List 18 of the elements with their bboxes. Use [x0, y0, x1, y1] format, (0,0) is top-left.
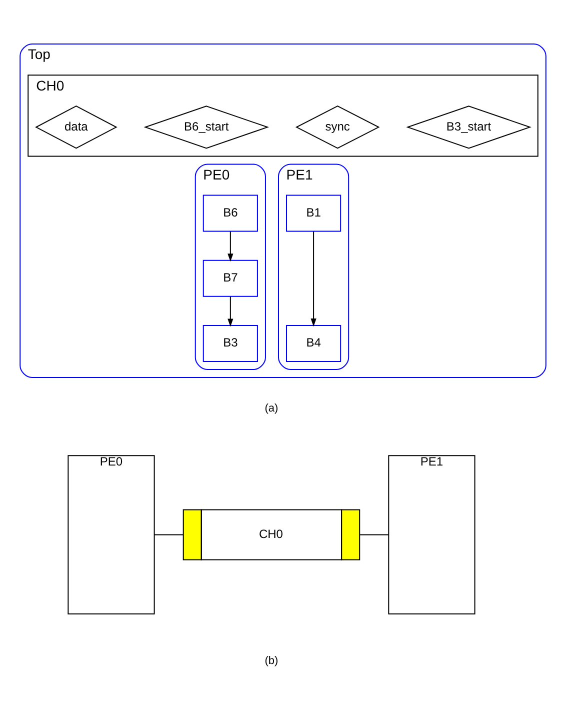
- label: (a): [264, 402, 278, 414]
- label: (b): [264, 654, 278, 667]
- connector: [359, 534, 389, 536]
- node-box: PE1: [388, 455, 476, 614]
- node-box: B4: [286, 324, 342, 362]
- connector: [154, 534, 184, 536]
- arrow: [228, 296, 234, 327]
- node-diamond: B3_start: [406, 106, 532, 149]
- node-diamond: B6_start: [144, 106, 270, 149]
- node-diamond: sync: [295, 106, 380, 149]
- arrow: [228, 231, 234, 262]
- arrow: [310, 231, 316, 327]
- node-box: B3: [202, 324, 258, 362]
- node-box: B1: [286, 194, 342, 232]
- node-box: PE0: [68, 455, 155, 614]
- node-diamond: data: [35, 106, 118, 149]
- node-box: B6: [202, 194, 258, 232]
- node-box: B7: [202, 260, 258, 297]
